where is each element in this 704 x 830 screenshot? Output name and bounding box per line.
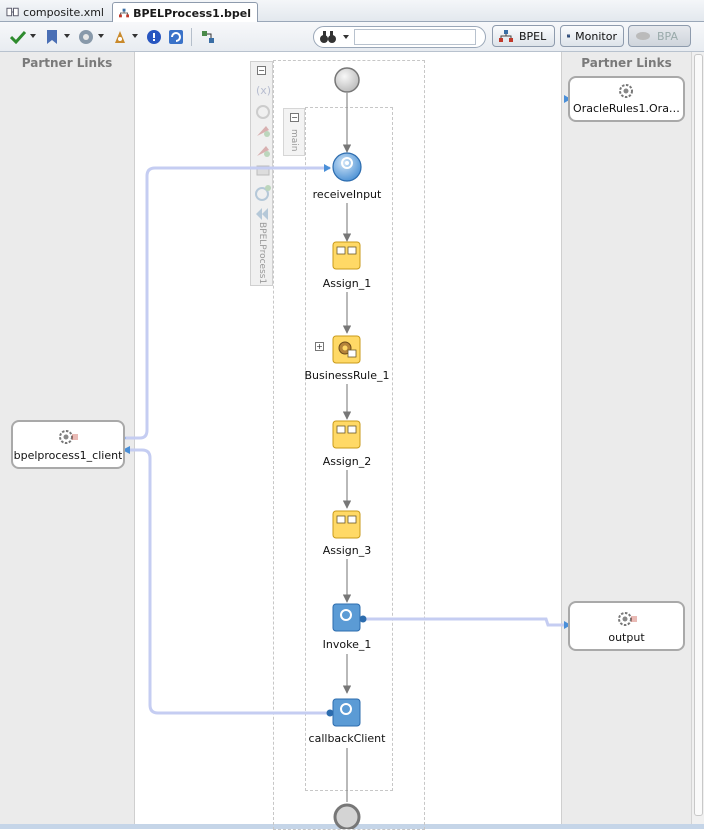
info-icon[interactable] (144, 27, 164, 47)
bookmark-icon[interactable] (42, 27, 62, 47)
chevron-down-icon[interactable] (30, 34, 36, 38)
gear-icon (617, 612, 637, 626)
lane-title: Partner Links (581, 56, 672, 70)
monitor-mode-button[interactable]: Monitor (560, 25, 624, 47)
process-tool-icons: (x) (255, 84, 271, 220)
activity-label: receiveInput (312, 188, 382, 201)
bpa-mode-label: BPA (657, 29, 679, 43)
invoke-1-node[interactable] (332, 603, 367, 632)
search-box (313, 26, 486, 48)
deploy-icon[interactable] (110, 27, 130, 47)
chevron-down-icon[interactable] (132, 34, 138, 38)
svg-text:(x): (x) (256, 84, 271, 97)
vertical-scrollbar[interactable] (691, 52, 704, 824)
monitor-mode-label: Monitor (575, 29, 617, 43)
business-rule-1-node[interactable] (332, 335, 361, 364)
right-partner-lane: Partner Links (561, 52, 691, 824)
debug-icon[interactable] (76, 27, 96, 47)
activity-label: Assign_2 (322, 455, 372, 468)
activity-label: Invoke_1 (322, 638, 372, 651)
lane-title: Partner Links (21, 56, 113, 70)
process-label: BPELProcess1 (257, 222, 267, 285)
bpa-mode-button[interactable]: BPA (628, 25, 691, 47)
receive-input-node[interactable] (332, 152, 362, 182)
tab-label: BPELProcess1.bpel (133, 6, 251, 20)
chevron-down-icon[interactable] (98, 34, 104, 38)
end-event[interactable] (333, 803, 361, 829)
collapse-process-button[interactable]: − (257, 66, 266, 75)
partner-link-label: OracleRules1.Ora… (573, 102, 680, 115)
chevron-down-icon[interactable] (343, 35, 349, 39)
validate-icon[interactable] (8, 27, 28, 47)
activity-label: Assign_3 (322, 544, 372, 557)
bpel-mode-label: BPEL (519, 29, 547, 43)
collapse-main-button[interactable]: − (290, 113, 299, 122)
partner-link-label: bpelprocess1_client (13, 449, 123, 462)
tab-bpelprocess1-bpel[interactable]: BPELProcess1.bpel (112, 2, 258, 23)
bpel-file-icon (119, 8, 130, 18)
search-input[interactable] (354, 29, 476, 45)
expand-business-rule-button[interactable]: + (315, 342, 324, 351)
flow-icon[interactable] (198, 27, 218, 47)
activity-label: callbackClient (308, 732, 386, 745)
gear-icon (59, 430, 78, 444)
activity-label: Assign_1 (322, 277, 372, 290)
main-scope-tag: − main (283, 108, 305, 156)
assign-1-node[interactable] (332, 241, 361, 270)
tab-label: composite.xml (23, 5, 104, 19)
refresh-icon[interactable] (166, 27, 186, 47)
chevron-down-icon[interactable] (64, 34, 70, 38)
assign-3-node[interactable] (332, 510, 361, 539)
main-sequence-scope (305, 107, 393, 791)
callback-client-node[interactable] (326, 698, 361, 727)
process-side-panel: − (x) BPELProcess1 (250, 61, 273, 286)
partner-link-wires (125, 166, 568, 715)
partner-link-output[interactable]: output (568, 601, 685, 651)
main-label: main (289, 129, 299, 152)
editor-toolbar: BPEL Monitor BPA (0, 22, 704, 52)
composite-file-icon (6, 7, 19, 17)
partner-link-label: output (608, 631, 645, 644)
activity-label: BusinessRule_1 (304, 369, 390, 382)
gear-icon (618, 84, 633, 98)
assign-2-node[interactable] (332, 420, 361, 449)
editor-tab-bar: composite.xml BPELProcess1.bpel (0, 0, 704, 23)
start-event[interactable] (334, 67, 360, 93)
scrollbar-thumb[interactable] (694, 54, 703, 816)
bpel-icon (499, 30, 513, 42)
tab-composite-xml[interactable]: composite.xml (0, 2, 110, 22)
partner-link-bpelprocess1-client[interactable]: bpelprocess1_client (11, 420, 125, 469)
binoculars-icon[interactable] (318, 27, 338, 47)
monitor-icon (567, 34, 571, 38)
bpel-mode-button[interactable]: BPEL (492, 25, 555, 47)
bpa-icon (636, 32, 650, 40)
partner-link-oraclerules1[interactable]: OracleRules1.Ora… (568, 76, 685, 122)
